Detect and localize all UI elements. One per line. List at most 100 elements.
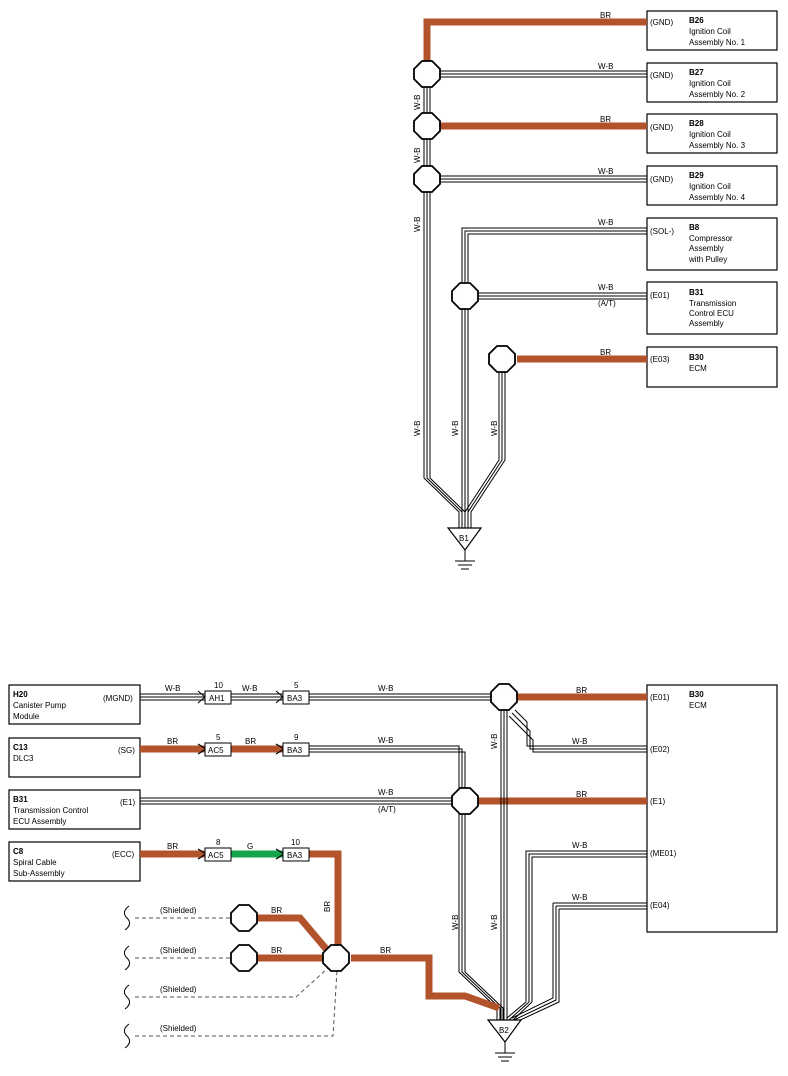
junction-shield-1 — [230, 904, 258, 932]
component-h20: H20 Canister Pump Module (MGND) — [8, 684, 141, 725]
component-b29: (GND) B29 Ignition Coil Assembly No. 4 — [646, 165, 778, 206]
ecm-pin-e02: (E02) — [650, 745, 670, 754]
label-wire-me01: W-B — [572, 841, 587, 850]
b31-top-id: B31 — [689, 288, 704, 297]
shield-break-icon — [123, 905, 131, 931]
label-wire-v5: W-B — [451, 421, 460, 436]
wire-b31-top — [478, 292, 647, 300]
connector-ba3-3-num: 10 — [291, 838, 300, 847]
c8-pin-label: (ECC) — [112, 850, 135, 859]
label-wire-b26: BR — [600, 11, 611, 20]
connector-ah1-num: 10 — [214, 681, 223, 690]
label-wire-e02: W-B — [572, 737, 587, 746]
label-wire-c8-c: BR — [323, 901, 332, 912]
ecm-name: ECM — [689, 701, 707, 710]
component-b30-ecm: B30 ECM (E01) (E02) (E1) (ME01) (E04) — [646, 684, 778, 933]
label-wire-out: BR — [380, 946, 391, 955]
connector-ba3-3: BA3 10 — [282, 838, 310, 862]
label-wire-b31: W-B — [598, 283, 613, 292]
junction-3 — [413, 165, 441, 193]
label-wire-v1: W-B — [413, 95, 422, 110]
ground-circuit-b2: H20 Canister Pump Module (MGND) C13 DLC3… — [8, 681, 778, 1062]
wire-b26 — [423, 18, 647, 73]
shield-break-icon — [123, 984, 131, 1010]
label-at-bottom: (A/T) — [378, 805, 396, 814]
junction-shield-2 — [230, 944, 258, 972]
ground-icon — [455, 550, 475, 570]
component-b27: (GND) B27 Ignition Coil Assembly No. 2 — [646, 62, 778, 103]
junction-1 — [413, 60, 441, 88]
wire-me01 — [525, 850, 647, 1002]
label-wire-c13-a: BR — [167, 737, 178, 746]
wire-e02 — [508, 709, 647, 753]
connector-ac5-2: AC5 8 — [204, 838, 232, 862]
b29-name-line1: Ignition Coil — [689, 182, 731, 191]
label-wire-v4: W-B — [413, 421, 422, 436]
b27-pin-label: (GND) — [650, 71, 673, 80]
b8-name-line1: Compressor — [689, 234, 733, 243]
connector-ac5-1-name: AC5 — [208, 746, 224, 755]
label-wire-e01: BR — [576, 686, 587, 695]
label-shielded-1: (Shielded) — [160, 906, 197, 915]
component-b31-bottom: B31 Transmission Control ECU Assembly (E… — [8, 789, 141, 830]
b30-top-id: B30 — [689, 353, 704, 362]
junction-b-top — [490, 683, 518, 711]
label-wire-v2: W-B — [413, 148, 422, 163]
c13-name: DLC3 — [13, 754, 34, 763]
wire-h20 — [140, 690, 491, 704]
label-wire-c8-b: G — [247, 842, 253, 851]
component-b8: (SOL-) B8 Compressor Assembly with Pulle… — [646, 217, 778, 271]
wire-sh1 — [257, 914, 330, 953]
b26-name-line2: Assembly No. 1 — [689, 38, 746, 47]
label-at-top: (A/T) — [598, 299, 616, 308]
h20-id: H20 — [13, 690, 28, 699]
b31-bottom-name-line1: Transmission Control — [13, 806, 89, 815]
label-wire-h20-a: W-B — [165, 684, 180, 693]
c13-id: C13 — [13, 743, 28, 752]
shield-break-icon — [123, 1023, 131, 1049]
wire-b31-bottom — [140, 797, 452, 805]
label-wire-c8-a: BR — [167, 842, 178, 851]
component-b30-top: (E03) B30 ECM — [646, 346, 778, 388]
connector-ac5-1: AC5 5 — [204, 733, 232, 757]
shield-break-icon — [123, 945, 131, 971]
component-c8: C8 Spiral Cable Sub-Assembly (ECC) — [8, 841, 141, 882]
ecm-pin-e01: (E01) — [650, 693, 670, 702]
label-wire-c13-b: BR — [245, 737, 256, 746]
ecm-pin-e04: (E04) — [650, 901, 670, 910]
b29-id: B29 — [689, 171, 704, 180]
label-wire-v1: W-B — [490, 734, 499, 749]
junction-b-mid — [451, 787, 479, 815]
label-wire-v3: W-B — [413, 217, 422, 232]
ecm-pin-e1: (E1) — [650, 797, 665, 806]
b8-pin-label: (SOL-) — [650, 227, 674, 236]
connector-ac5-2-num: 8 — [216, 838, 221, 847]
connector-ba3-2-name: BA3 — [287, 746, 303, 755]
h20-pin-label: (MGND) — [103, 694, 133, 703]
b31-top-pin-label: (E01) — [650, 291, 670, 300]
component-c13: C13 DLC3 (SG) — [8, 737, 141, 778]
b31-top-name-line1: Transmission — [689, 299, 736, 308]
h20-name-line1: Canister Pump — [13, 701, 66, 710]
label-shielded-2: (Shielded) — [160, 946, 197, 955]
c8-name-line2: Sub-Assembly — [13, 869, 65, 878]
b8-name-line3: with Pulley — [688, 255, 727, 264]
label-wire-e1: BR — [576, 790, 587, 799]
wire-c8 — [140, 848, 342, 945]
c8-id: C8 — [13, 847, 24, 856]
label-wire-v3: W-B — [490, 915, 499, 930]
wire-b8 — [461, 227, 647, 282]
label-wire-b8: W-B — [598, 218, 613, 227]
label-wire-sh1: BR — [271, 906, 282, 915]
label-wire-b28: BR — [600, 115, 611, 124]
b30-top-name: ECM — [689, 364, 707, 373]
b28-id: B28 — [689, 119, 704, 128]
b26-id: B26 — [689, 16, 704, 25]
ground-circuit-b1: (GND) B26 Ignition Coil Assembly No. 1 (… — [413, 10, 778, 570]
b27-name-line1: Ignition Coil — [689, 79, 731, 88]
c8-name-line1: Spiral Cable — [13, 858, 57, 867]
b30-top-pin-label: (E03) — [650, 355, 670, 364]
label-wire-b29: W-B — [598, 167, 613, 176]
connector-ba3-2: BA3 9 — [282, 733, 310, 757]
b28-name-line2: Assembly No. 3 — [689, 141, 746, 150]
